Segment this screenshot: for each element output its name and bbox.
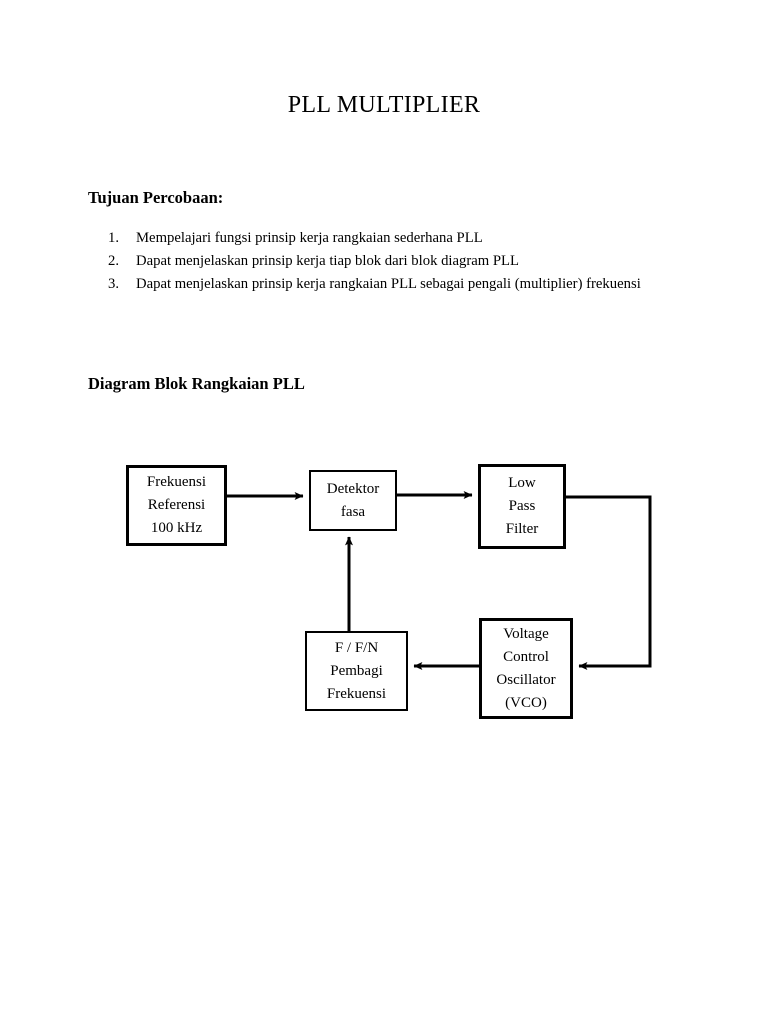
block-vco-line-1: Voltage <box>503 625 549 642</box>
block-reference-line-2: Referensi <box>147 497 206 513</box>
block-detector-line-1: Detektor <box>326 480 380 497</box>
list-item: 2. Dapat menjelaskan prinsip kerja tiap … <box>108 250 688 273</box>
block-reference-line-3: 100 kHz <box>150 520 203 536</box>
objectives-list: 1. Mempelajari fungsi prinsip kerja rang… <box>108 227 688 296</box>
block-divider-line-2: Pembagi <box>330 662 383 679</box>
list-item: 3. Dapat menjelaskan prinsip kerja rangk… <box>108 273 688 296</box>
list-item-marker: 2. <box>108 253 120 269</box>
block-divider-line-3: Frekuensi <box>326 685 387 702</box>
diagram-heading: Diagram Blok Rangkaian PLL <box>88 374 305 393</box>
list-item-marker: 3. <box>108 276 120 292</box>
list-item-marker: 1. <box>108 230 120 246</box>
block-reference-frequency: Frekuensi Referensi 100 kHz <box>126 465 227 546</box>
block-vco-line-3: Oscillator <box>496 671 556 688</box>
block-vco-line-4: (VCO) <box>505 694 547 711</box>
block-vco-line-2: Control <box>503 648 549 665</box>
block-reference-line-1: Frekuensi <box>146 474 207 490</box>
list-item-text: Mempelajari fungsi prinsip kerja rangkai… <box>136 230 483 246</box>
block-phase-detector: Detektor fasa <box>309 470 397 531</box>
block-frequency-divider: F / F/N Pembagi Frekuensi <box>305 631 408 711</box>
block-lpf-line-3: Filter <box>505 521 539 537</box>
list-item: 1. Mempelajari fungsi prinsip kerja rang… <box>108 227 688 250</box>
block-detector-line-2: fasa <box>340 503 366 520</box>
block-lpf-line-1: Low <box>508 475 536 491</box>
block-voltage-control-oscillator: Voltage Control Oscillator (VCO) <box>479 618 573 719</box>
list-item-text: Dapat menjelaskan prinsip kerja rangkaia… <box>136 276 641 292</box>
page-title: PLL MULTIPLIER <box>287 92 481 118</box>
objectives-heading: Tujuan Percobaan: <box>88 188 224 207</box>
block-low-pass-filter: Low Pass Filter <box>478 464 566 549</box>
block-lpf-line-2: Pass <box>508 498 536 514</box>
wire-lpf-to-vco <box>566 495 652 670</box>
list-item-text: Dapat menjelaskan prinsip kerja tiap blo… <box>136 253 519 269</box>
block-divider-line-1: F / F/N <box>334 639 379 656</box>
